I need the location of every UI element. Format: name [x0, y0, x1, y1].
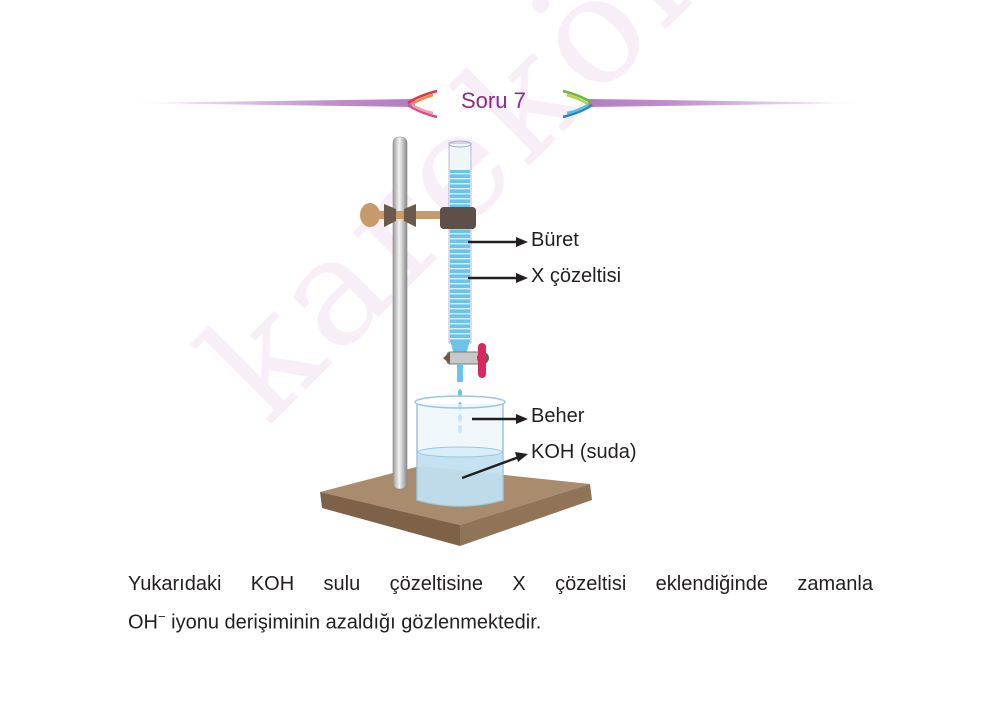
right-bracket-icon [562, 89, 593, 119]
header-bar-right [588, 99, 868, 107]
question-line-2: OH− iyonu derişiminin azaldığı gözlenmek… [128, 609, 541, 635]
burette [440, 140, 489, 433]
label-beaker: Beher [531, 405, 585, 427]
oh-text: OH [128, 611, 158, 634]
question-line-1: Yukarıdaki KOH sulu çözeltisine X çözelt… [128, 573, 873, 595]
label-buret: Büret [531, 229, 579, 251]
header-bar-left [130, 99, 415, 107]
stopcock-handle [478, 343, 486, 378]
stand-rod [392, 136, 408, 490]
left-bracket-icon [407, 89, 438, 119]
beaker [414, 395, 506, 507]
header-bracket-icons [407, 89, 593, 119]
page-title: Soru 7 [461, 88, 526, 113]
charge-superscript: − [158, 609, 166, 624]
label-koh: KOH (suda) [531, 441, 637, 463]
label-arrows [461, 237, 528, 480]
label-x-solution: X çözeltisi [531, 265, 622, 287]
question-line-2-rest: iyonu derişiminin azaldığı gözlenmektedi… [165, 611, 542, 634]
